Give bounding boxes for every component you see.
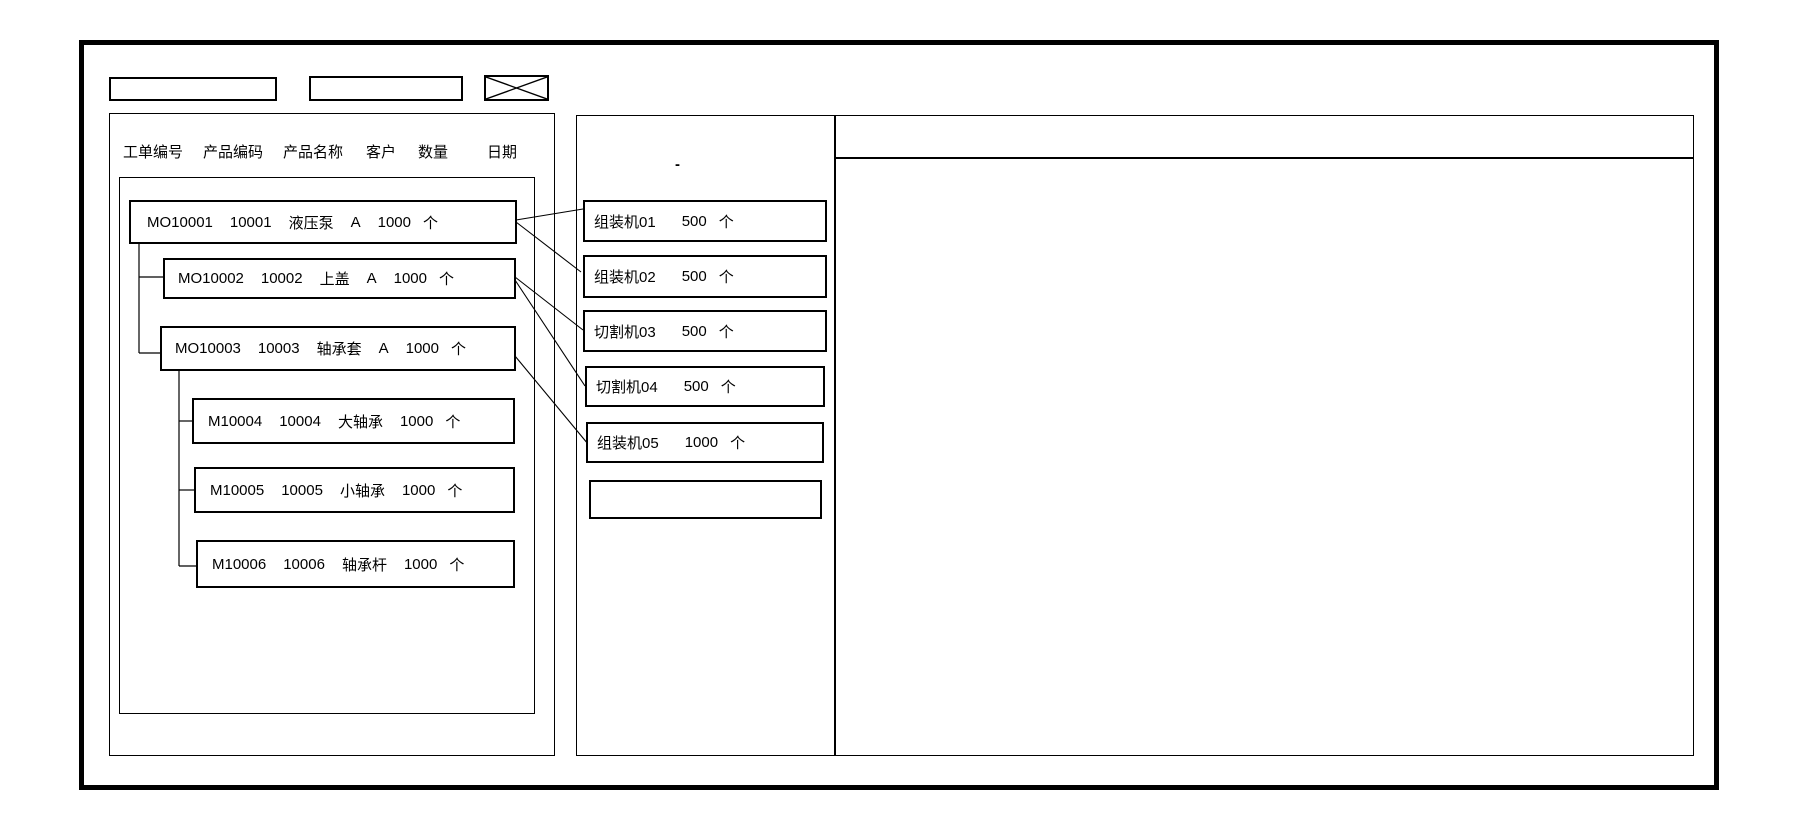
machine-unit: 个	[718, 269, 734, 286]
unit: 个	[423, 214, 439, 232]
image-placeholder-button[interactable]	[484, 75, 549, 101]
work-order-node-m10006[interactable]: M10006 10006 轴承杆 1000 个	[196, 540, 515, 588]
column-header-date: 日期	[487, 144, 518, 161]
machine-unit: 个	[730, 435, 746, 452]
wo-number: M10004	[208, 412, 263, 430]
machine-qty: 1000	[684, 434, 719, 451]
machine-unit: 个	[720, 379, 736, 396]
product-code: 10004	[279, 412, 321, 430]
machine-name: 切割机03	[594, 323, 656, 341]
machine-qty: 500	[681, 268, 707, 285]
machine-name: 组装机02	[594, 269, 656, 286]
work-order-node-mo10002[interactable]: MO10002 10002 上盖 A 1000 个	[163, 258, 516, 299]
product-code: 10005	[281, 481, 323, 499]
machine-qty: 500	[683, 378, 709, 395]
quantity: 1000	[377, 213, 411, 231]
quantity: 1000	[401, 481, 436, 499]
machine-card-empty[interactable]	[589, 480, 822, 519]
machine-panel-title-dot: -	[675, 156, 680, 173]
unit: 个	[449, 556, 465, 574]
quantity: 1000	[403, 555, 438, 573]
work-order-node-mo10001[interactable]: MO10001 10001 液压泵 A 1000 个	[129, 200, 517, 244]
product-name: 大轴承	[337, 413, 383, 431]
detail-panel-header-divider	[836, 157, 1693, 159]
machine-card-04[interactable]: 切割机04 500 个	[585, 366, 825, 407]
customer: A	[350, 213, 361, 231]
machine-card-02[interactable]: 组装机02 500 个	[583, 255, 827, 298]
outer-frame	[79, 40, 1719, 790]
quantity: 1000	[399, 412, 434, 430]
work-order-node-mo10003[interactable]: MO10003 10003 轴承套 A 1000 个	[160, 326, 516, 371]
machine-unit: 个	[718, 323, 734, 341]
machine-name: 切割机04	[596, 379, 658, 396]
machine-card-05[interactable]: 组装机05 1000 个	[586, 422, 824, 463]
quantity: 1000	[393, 270, 427, 287]
work-order-node-m10005[interactable]: M10005 10005 小轴承 1000 个	[194, 467, 515, 513]
toolbar-input-1[interactable]	[109, 77, 277, 101]
toolbar-input-2[interactable]	[309, 76, 463, 101]
machine-name: 组装机01	[594, 213, 656, 231]
customer: A	[378, 340, 389, 357]
image-placeholder-icon	[485, 76, 548, 100]
unit: 个	[445, 413, 461, 431]
product-code: 10003	[257, 340, 300, 357]
product-name: 轴承杆	[341, 556, 387, 574]
wo-number: M10006	[212, 555, 267, 573]
column-header-product-code: 产品编码	[203, 144, 264, 161]
work-order-tree-panel	[119, 177, 535, 714]
work-order-node-m10004[interactable]: M10004 10004 大轴承 1000 个	[192, 398, 515, 444]
product-code: 10006	[283, 555, 325, 573]
detail-panel	[835, 115, 1694, 756]
machine-qty: 500	[681, 212, 707, 230]
wo-number: MO10002	[178, 270, 244, 287]
quantity: 1000	[405, 340, 439, 357]
product-name: 轴承套	[316, 341, 362, 358]
machine-name: 组装机05	[597, 435, 659, 452]
product-code: 10001	[229, 213, 272, 231]
column-header-wo: 工单编号	[123, 144, 184, 161]
customer: A	[366, 270, 377, 287]
unit: 个	[447, 482, 463, 500]
wo-number: MO10001	[147, 213, 213, 231]
product-name: 上盖	[319, 271, 350, 288]
unit: 个	[451, 341, 467, 358]
machine-card-03[interactable]: 切割机03 500 个	[583, 310, 827, 352]
machine-qty: 500	[681, 322, 707, 340]
product-name: 小轴承	[339, 482, 385, 500]
product-code: 10002	[260, 270, 303, 287]
column-header-quantity: 数量	[418, 144, 449, 161]
column-header-product-name: 产品名称	[283, 144, 344, 161]
machine-card-01[interactable]: 组装机01 500 个	[583, 200, 827, 242]
wo-number: M10005	[210, 481, 265, 499]
column-header-customer: 客户	[366, 144, 397, 161]
wo-number: MO10003	[175, 340, 241, 357]
machine-unit: 个	[718, 213, 734, 231]
unit: 个	[439, 271, 455, 288]
product-name: 液压泵	[288, 214, 334, 232]
